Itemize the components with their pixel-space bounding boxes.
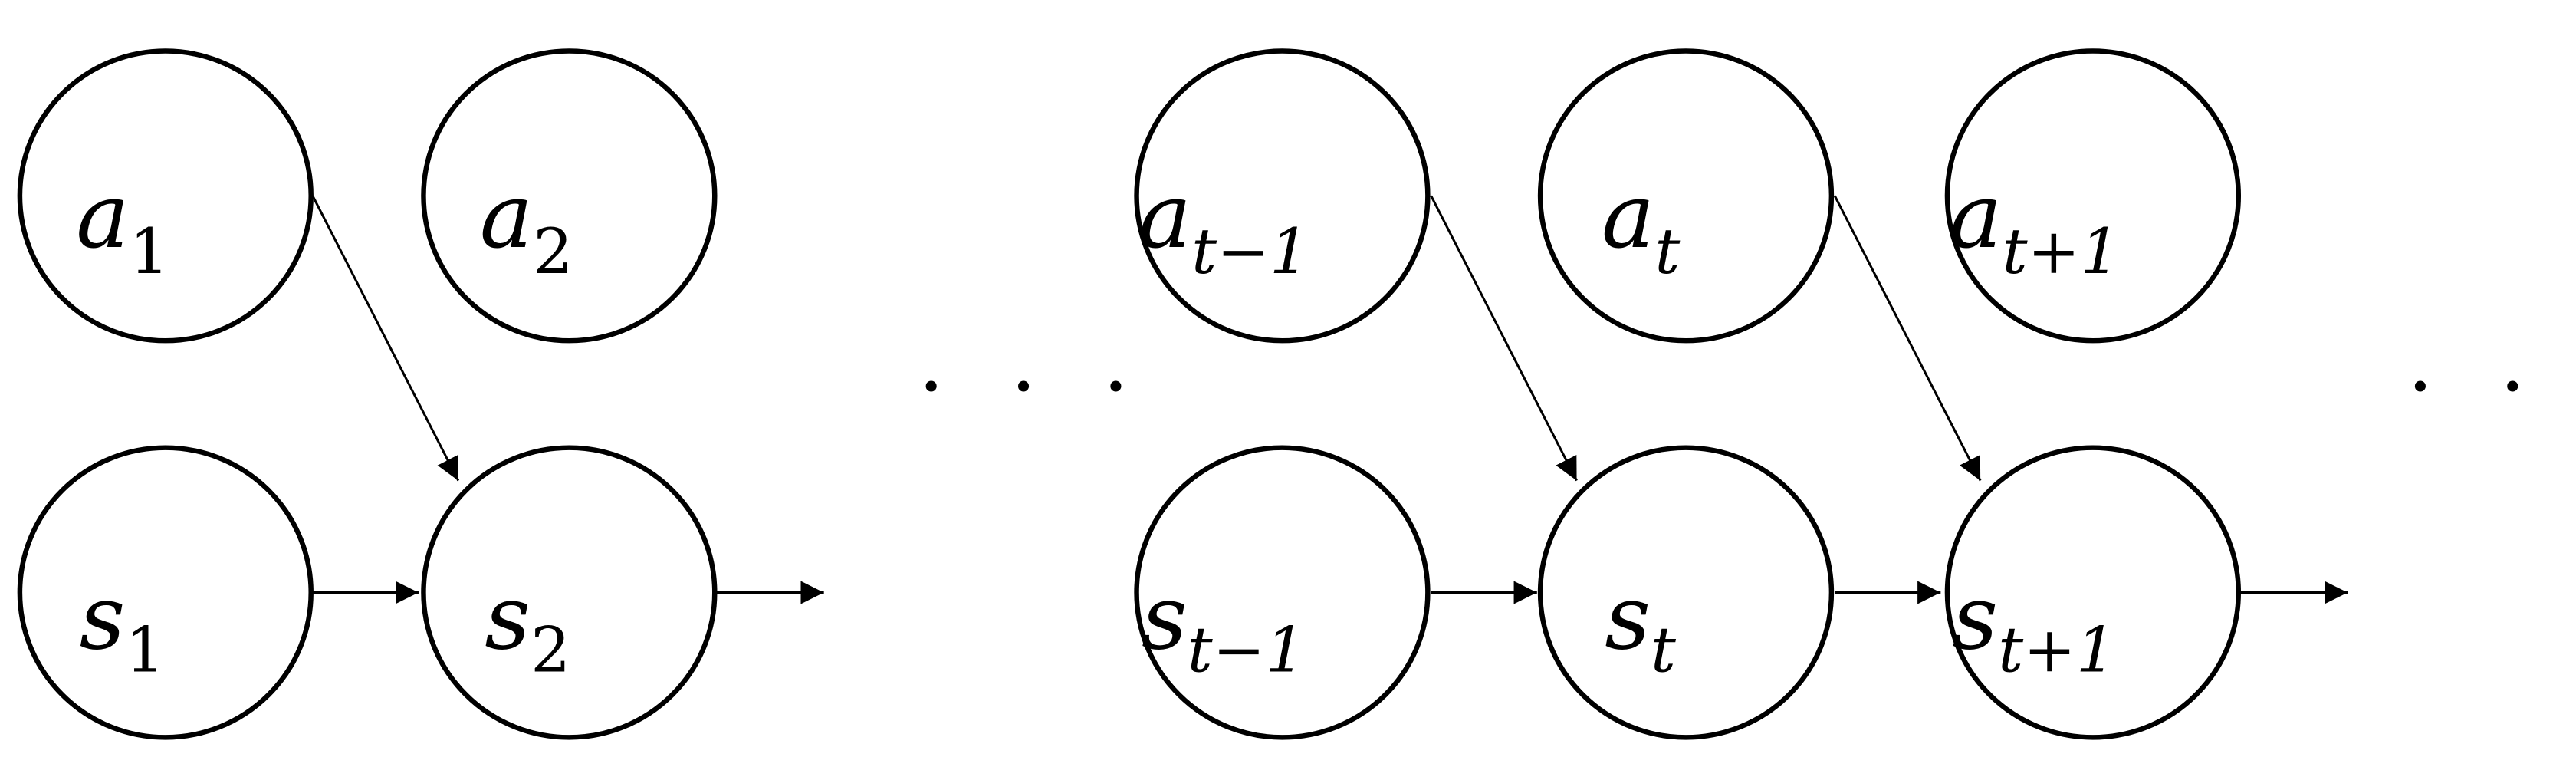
svg-text:at−1: at−1 [1138, 165, 1309, 288]
node-st+1-subscript: t+1 [1998, 614, 2116, 687]
svg-text:st: st [1605, 567, 1676, 687]
node-st: st [1537, 445, 1835, 740]
node-at+1-subscript: t+1 [2003, 216, 2121, 288]
node-a2: a2 [421, 48, 718, 344]
node-at+1: at+1 [1944, 48, 2242, 344]
node-s2: s2 [421, 445, 718, 740]
edge-at-st+1 [1833, 195, 1982, 482]
svg-text:st+1: st+1 [1952, 567, 2116, 687]
node-a1-label: a [76, 165, 129, 268]
edges [311, 195, 2348, 604]
edge-a1-s2 [311, 195, 460, 482]
svg-text:s2: s2 [485, 567, 570, 687]
node-s2-label: s [485, 567, 531, 670]
node-st-1: st−1 [1134, 445, 1431, 740]
node-at-subscript: t [1654, 216, 1680, 288]
node-at: at [1537, 48, 1835, 344]
node-at-1-subscript: t−1 [1191, 216, 1309, 288]
svg-text:at: at [1602, 165, 1681, 288]
node-st+1-label: s [1952, 567, 1998, 670]
ellipsis-right: · · · [2407, 339, 2576, 435]
node-st-subscript: t [1651, 614, 1676, 687]
edge-at-1-st [1430, 195, 1578, 482]
node-at+1-label: a [1949, 165, 2002, 268]
node-s2-subscript: 2 [531, 614, 570, 687]
node-a2-subscript: 2 [533, 216, 573, 288]
svg-text:at+1: at+1 [1949, 165, 2120, 288]
node-a2-label: a [480, 165, 533, 268]
node-st-1-label: s [1142, 567, 1188, 670]
node-at-1: at−1 [1134, 48, 1431, 344]
svg-text:a2: a2 [480, 165, 573, 288]
svg-text:s1: s1 [80, 567, 166, 687]
node-s1-subscript: 1 [125, 614, 165, 687]
ellipsis-middle: · · · [918, 339, 1149, 435]
node-st+1: st+1 [1944, 445, 2242, 740]
node-at-label: a [1602, 165, 1654, 268]
node-s1: s1 [17, 445, 314, 740]
node-s1-label: s [80, 567, 126, 670]
node-st-1-subscript: t−1 [1188, 614, 1306, 687]
svg-text:a1: a1 [76, 165, 169, 288]
node-a1: a1 [17, 48, 314, 344]
node-a1-subscript: 1 [130, 216, 169, 288]
svg-text:st−1: st−1 [1142, 567, 1306, 687]
node-at-1-label: a [1138, 165, 1191, 268]
node-st-label: s [1605, 567, 1651, 670]
